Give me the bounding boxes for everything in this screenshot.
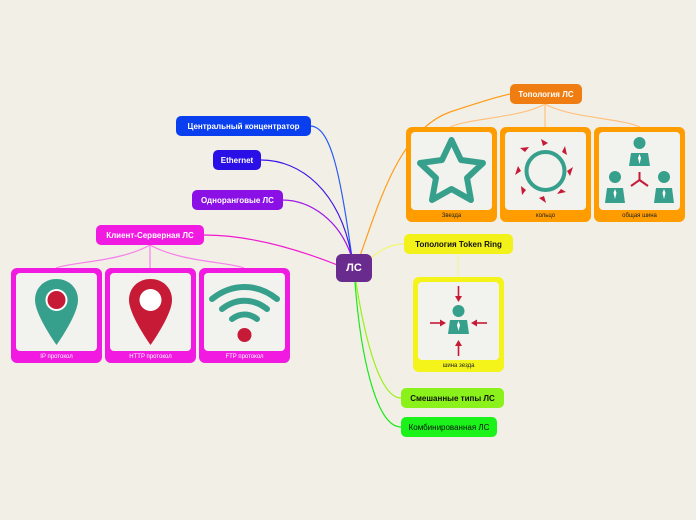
- node-token-ring[interactable]: Топология Token Ring: [404, 234, 513, 254]
- map-pin-icon: [16, 273, 97, 351]
- node-mixed-types[interactable]: Смешанные типы ЛС: [401, 388, 504, 408]
- card-caption: кольцо: [535, 213, 556, 219]
- card-caption: шина зезда: [442, 363, 475, 369]
- ring-icon: [505, 132, 586, 210]
- node-central-hub[interactable]: Центральный концентратор: [176, 116, 311, 136]
- card-bus[interactable]: общая шина: [594, 127, 685, 222]
- card-ip[interactable]: IP протокол: [11, 268, 102, 363]
- map-pin-icon: [110, 273, 191, 351]
- center-node-ls[interactable]: ЛС: [336, 254, 372, 282]
- people-network-icon: [599, 132, 680, 210]
- card-star[interactable]: Звезда: [406, 127, 497, 222]
- node-combined[interactable]: Комбинированная ЛС: [401, 417, 497, 437]
- node-client-server[interactable]: Клиент-Серверная ЛС: [96, 225, 204, 245]
- wifi-icon: [204, 273, 285, 351]
- card-ring[interactable]: кольцо: [500, 127, 591, 222]
- card-caption: HTTP протокол: [129, 354, 172, 360]
- card-star-bus[interactable]: шина зезда: [413, 277, 504, 372]
- card-caption: FTP протокол: [225, 354, 264, 360]
- card-http[interactable]: HTTP протокол: [105, 268, 196, 363]
- card-ftp[interactable]: FTP протокол: [199, 268, 290, 363]
- node-topology[interactable]: Топология ЛС: [510, 84, 582, 104]
- node-peer-to-peer[interactable]: Одноранговые ЛС: [192, 190, 283, 210]
- star-icon: [411, 132, 492, 210]
- card-caption: Звезда: [441, 213, 462, 219]
- person-arrows-icon: [418, 282, 499, 360]
- node-ethernet[interactable]: Ethernet: [213, 150, 261, 170]
- card-caption: IP протокол: [40, 354, 73, 360]
- card-caption: общая шина: [622, 213, 657, 219]
